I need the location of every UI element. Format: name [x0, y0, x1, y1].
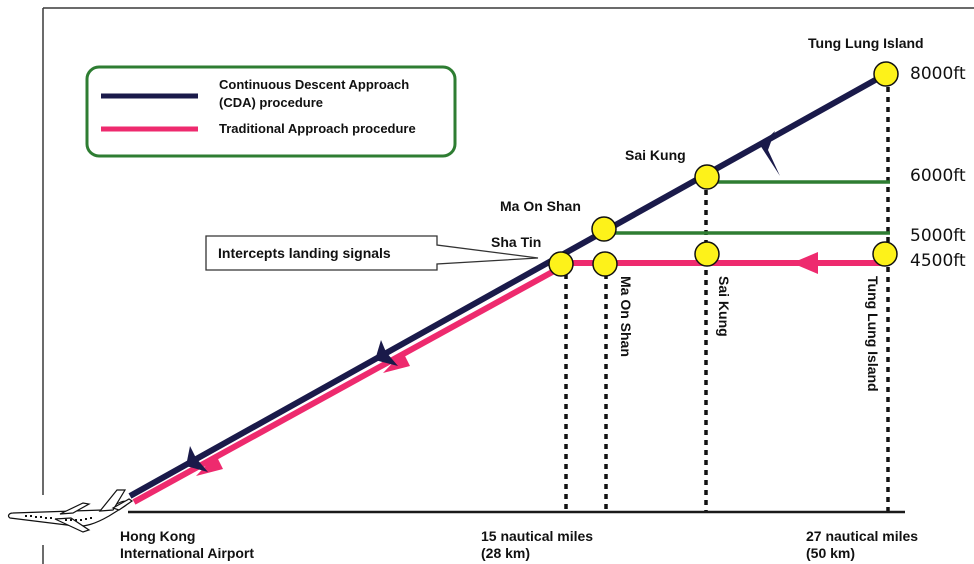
waypoint-marker-icon [873, 61, 899, 87]
baseline-end-line1: 27 nautical miles [806, 528, 918, 544]
cda-direction-arrow-high [760, 131, 780, 176]
traditional-direction-arrow-low [196, 455, 223, 476]
waypoint-marker-icon [872, 241, 898, 267]
cda-direction-arrow-low [186, 446, 208, 472]
vertical-label-sai-kung: Sai Kung [716, 276, 732, 337]
intercept-callout: Intercepts landing signals [205, 235, 539, 271]
traditional-approach-path [132, 252, 888, 505]
waypoint-label-sai-kung: Sai Kung [625, 147, 686, 163]
legend-box [85, 65, 457, 158]
legend-cda-label-line2: (CDA) procedure [219, 95, 323, 110]
traditional-descent-segment [132, 262, 567, 505]
altitude-6000: 6000ft [910, 166, 966, 186]
vertical-label-tung-lung-island: Tung Lung Island [865, 276, 881, 392]
waypoint-markers [548, 61, 899, 277]
airplane-icon [7, 489, 134, 533]
legend-cda-label-line1: Continuous Descent Approach [219, 77, 409, 92]
altitude-5000: 5000ft [910, 226, 966, 246]
callout-text: Intercepts landing signals [218, 245, 391, 261]
legend: Continuous Descent Approach (CDA) proced… [85, 65, 457, 158]
baseline-mid-line2: (28 km) [481, 545, 530, 561]
waypoint-label-tung-lung-island: Tung Lung Island [808, 35, 924, 51]
waypoint-marker-icon [591, 216, 617, 242]
vertical-guides [564, 77, 890, 512]
traditional-direction-arrow [792, 252, 818, 274]
callout-box [205, 235, 539, 271]
legend-traditional-label: Traditional Approach procedure [219, 121, 416, 136]
cda-path [128, 71, 888, 499]
waypoint-marker-icon [694, 241, 720, 267]
baseline-mid-line1: 15 nautical miles [481, 528, 593, 544]
altitude-8000: 8000ft [910, 64, 966, 84]
waypoint-marker-icon [592, 251, 618, 277]
traditional-direction-arrow-mid [383, 352, 410, 373]
cda-descent-line [128, 71, 888, 499]
baseline-end-line2: (50 km) [806, 545, 855, 561]
baseline-origin-line1: Hong Kong [120, 528, 195, 544]
waypoint-label-sha-tin: Sha Tin [491, 234, 541, 250]
baseline-origin-line2: International Airport [120, 545, 254, 561]
altitude-4500: 4500ft [910, 251, 966, 271]
waypoint-marker-icon [694, 164, 720, 190]
cda-direction-arrow-mid [375, 340, 398, 366]
waypoint-label-ma-on-shan: Ma On Shan [500, 198, 581, 214]
waypoint-marker-icon [548, 251, 574, 277]
vertical-label-ma-on-shan: Ma On Shan [618, 276, 634, 357]
